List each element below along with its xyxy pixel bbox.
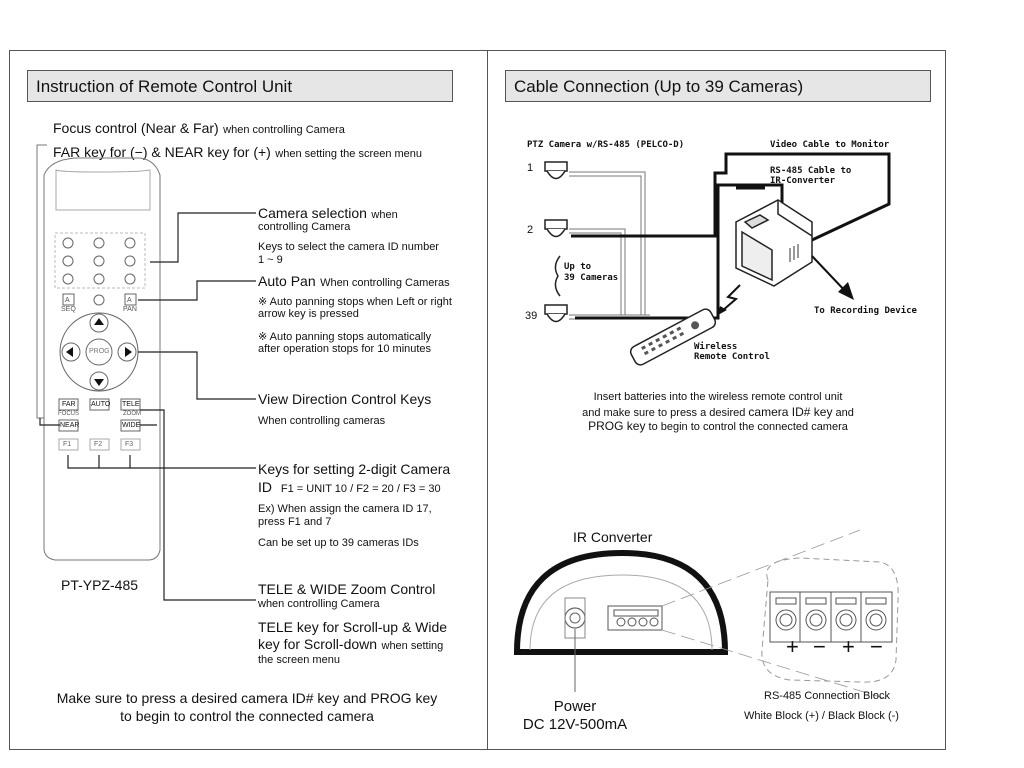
remote-pan-label: PAN	[123, 306, 137, 313]
bottom-note-line2: to begin to control the connected camera	[120, 708, 374, 724]
rs485-cable-label-2: IR-Converter	[770, 176, 836, 186]
auto-pan-note1a: ※ Auto panning stops when Left or right	[258, 296, 452, 308]
remote-f1-label: F1	[63, 441, 72, 448]
auto-pan-title: Auto Pan When controlling Cameras	[258, 273, 450, 289]
camera-39-label: 39	[525, 310, 538, 322]
view-direction-desc: When controlling cameras	[258, 415, 386, 427]
bottom-note-line1: Make sure to press a desired camera ID# …	[56, 690, 438, 706]
polarity-sign-1: +	[786, 634, 799, 659]
column-divider	[487, 50, 488, 750]
video-cable-label: Video Cable to Monitor	[770, 140, 890, 150]
two-digit-limit: Can be set up to 39 cameras IDs	[258, 537, 419, 549]
scroll-line3: the screen menu	[258, 654, 340, 666]
remote-seq-a: A	[65, 297, 70, 304]
camera-selection-title: Camera selection when	[258, 205, 398, 221]
ir-converter-title: IR Converter	[573, 529, 653, 545]
dc-rating-label: DC 12V-500mA	[522, 716, 628, 733]
polarity-sign-2: −	[813, 634, 826, 659]
camera-selection-desc2: 1 ~ 9	[258, 254, 283, 266]
view-direction-title: View Direction Control Keys	[258, 391, 432, 407]
remote-f2-label: F2	[94, 441, 103, 448]
remote-f3-label: F3	[125, 441, 134, 448]
rs485-cable-label-1: RS-485 Cable to	[770, 166, 852, 176]
insert-note-line3: PROG key to begin to control the connect…	[588, 419, 848, 433]
focus-control-text: Focus control (Near & Far) when controll…	[53, 120, 345, 136]
left-section-title: Instruction of Remote Control Unit	[27, 70, 453, 102]
auto-pan-note1b: arrow key is pressed	[258, 308, 359, 320]
auto-pan-note2a: ※ Auto panning stops automatically	[258, 331, 432, 343]
polarity-sign-3: +	[842, 634, 855, 659]
far-near-text: FAR key for (−) & NEAR key for (+) when …	[53, 144, 423, 160]
remote-far-label: FAR	[62, 401, 76, 408]
remote-focus-label: FOCUS	[58, 411, 79, 417]
remote-wide-label: WIDE	[122, 422, 141, 429]
model-name: PT-YPZ-485	[61, 577, 139, 593]
remote-prog-label: PROG	[89, 348, 110, 355]
39-cameras-label: 39 Cameras	[564, 273, 619, 283]
insert-note-line1: Insert batteries into the wireless remot…	[593, 391, 843, 403]
auto-pan-note2b: after operation stops for 10 minutes	[258, 343, 432, 355]
two-digit-ex1: Ex) When assign the camera ID 17,	[258, 503, 432, 515]
insert-note-line2: and make sure to press a desired camera …	[582, 405, 854, 419]
remote-control-label: Remote Control	[694, 352, 770, 362]
camera-selection-desc1: Keys to select the camera ID number	[258, 241, 439, 253]
ptz-camera-label: PTZ Camera w/RS-485 (PELCO-D)	[527, 140, 685, 150]
recording-device-label: To Recording Device	[814, 306, 917, 316]
tele-wide-title: TELE & WIDE Zoom Control	[258, 581, 436, 597]
remote-auto-label: AUTO	[91, 401, 111, 408]
remote-pan-a: A	[127, 297, 132, 304]
camera-1-label: 1	[527, 162, 534, 174]
remote-near-label: NEAR	[60, 422, 80, 429]
polarity-sign-4: −	[870, 634, 883, 659]
white-black-block-label: White Block (+) / Black Block (-)	[744, 710, 899, 722]
two-digit-title: Keys for setting 2-digit Camera	[258, 461, 451, 477]
scroll-line2: key for Scroll-down when setting	[258, 636, 444, 652]
two-digit-title2: ID F1 = UNIT 10 / F2 = 20 / F3 = 30	[258, 479, 441, 495]
camera-selection-note: controlling Camera	[258, 221, 351, 233]
remote-zoom-label: ZOOM	[123, 411, 141, 417]
up-to-label: Up to	[564, 262, 592, 272]
camera-2-label: 2	[527, 224, 534, 236]
rs485-block-label: RS-485 Connection Block	[764, 690, 890, 702]
right-section-title: Cable Connection (Up to 39 Cameras)	[505, 70, 931, 102]
page-frame	[9, 50, 946, 750]
tele-wide-note: when controlling Camera	[258, 598, 380, 610]
remote-seq-label: SEQ	[61, 306, 76, 313]
remote-tele-label: TELE	[122, 401, 140, 408]
power-label: Power	[553, 698, 597, 715]
wireless-label: Wireless	[694, 342, 738, 352]
scroll-line1: TELE key for Scroll-up & Wide	[258, 619, 448, 635]
two-digit-ex2: press F1 and 7	[258, 516, 332, 528]
